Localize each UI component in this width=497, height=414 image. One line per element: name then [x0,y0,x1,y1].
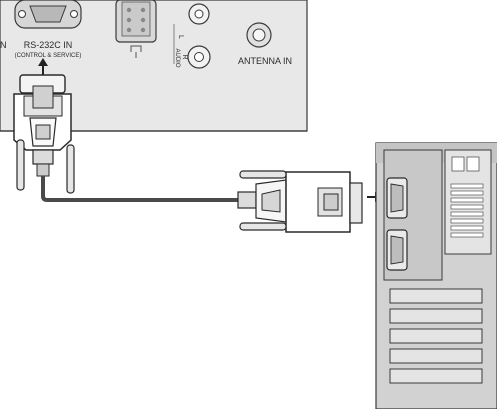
pc-expansion-slots [389,288,483,384]
rs232-label: RS-232C IN [24,40,73,50]
antenna-label: ANTENNA IN [238,56,292,66]
av-connector-block [115,0,157,43]
headphone-symbol-icon [130,45,142,58]
pc-serial-port-bottom [386,229,408,271]
arrow-up-icon [38,58,48,75]
audio-left-label: L [177,35,184,39]
audio-right-jack [187,45,211,69]
pc-side-cable-plug [237,170,363,233]
tv-side-cable-plug [13,74,75,194]
pc-tower [375,142,497,410]
rs232-sublabel: (CONTROL & SERVICE) [15,53,82,59]
pc-serial-port-top [386,177,408,219]
panel-edge-label: N [0,40,7,50]
antenna-jack-icon [246,22,272,48]
psu-vent [450,183,484,238]
serial-cable [41,176,238,202]
rs232-port [14,0,82,29]
audio-right-label: R [181,54,188,59]
audio-left-jack [188,3,210,25]
audio-label: AUDIO [174,48,180,67]
tv-rear-panel: RS-232C IN (CONTROL & SERVICE) N [0,0,308,132]
